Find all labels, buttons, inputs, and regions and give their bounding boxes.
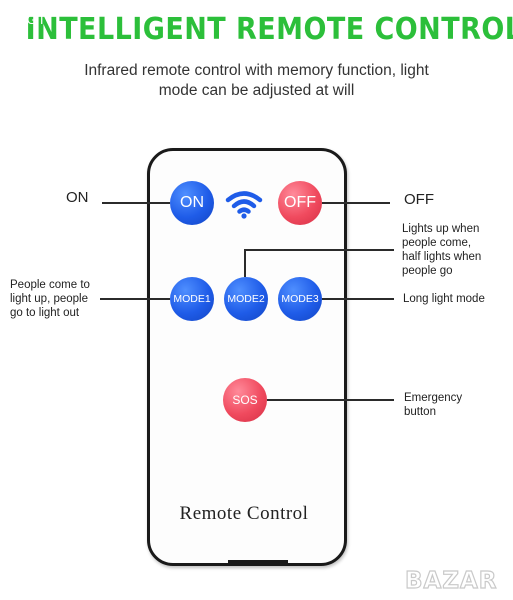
sos-callout-line-2: button bbox=[404, 406, 436, 418]
brand-overlay-text: IGT bbox=[22, 12, 47, 27]
off-button[interactable]: OFF bbox=[278, 181, 322, 225]
off-callout-line bbox=[322, 202, 390, 204]
svg-text:BAZAR: BAZAR bbox=[405, 568, 498, 594]
sos-callout-line-1: Emergency bbox=[404, 392, 463, 404]
mode3-callout-line bbox=[322, 298, 394, 300]
bazar-watermark-logo: BAZAR bbox=[404, 567, 498, 594]
mode2-callout-line-horizontal bbox=[244, 249, 394, 251]
mode1-callout-line-2: light up, people bbox=[10, 293, 89, 305]
mode3-callout-label: Long light mode bbox=[403, 293, 485, 305]
subtitle-line-2: mode can be adjusted at will bbox=[158, 82, 355, 99]
mode2-callout-line-2: people come, bbox=[402, 237, 472, 249]
on-button[interactable]: ON bbox=[170, 181, 214, 225]
off-callout-label: OFF bbox=[404, 191, 434, 208]
mode2-callout-line-1: Lights up when bbox=[402, 223, 480, 235]
mode2-callout-line-4: people go bbox=[402, 265, 453, 277]
sos-button[interactable]: SOS bbox=[223, 378, 267, 422]
mode1-callout-line-1: People come to bbox=[10, 279, 90, 291]
mode1-button[interactable]: MODE1 bbox=[170, 277, 214, 321]
mode1-callout: People come to light up, people go to li… bbox=[10, 278, 90, 320]
wifi-signal-icon bbox=[225, 191, 263, 219]
subtitle-line-1: Infrared remote control with memory func… bbox=[84, 62, 429, 79]
on-callout-line bbox=[102, 202, 170, 204]
sos-callout-line bbox=[267, 399, 394, 401]
mode1-callout-line-3: go to light out bbox=[10, 307, 80, 319]
mode2-button[interactable]: MODE2 bbox=[224, 277, 268, 321]
headline-title: INTELLIGENT REMOTE CONTROL bbox=[25, 12, 513, 47]
mode2-callout-line-vertical bbox=[244, 249, 246, 277]
remote-label: Remote Control bbox=[179, 503, 309, 524]
sos-callout: Emergency button bbox=[404, 391, 462, 419]
mode2-callout: Lights up when people come, half lights … bbox=[402, 222, 481, 278]
remote-bottom-notch bbox=[228, 560, 288, 566]
mode3-button[interactable]: MODE3 bbox=[278, 277, 322, 321]
mode2-callout-line-3: half lights when bbox=[402, 251, 482, 263]
mode1-callout-line bbox=[100, 298, 170, 300]
on-callout-label: ON bbox=[66, 189, 89, 206]
